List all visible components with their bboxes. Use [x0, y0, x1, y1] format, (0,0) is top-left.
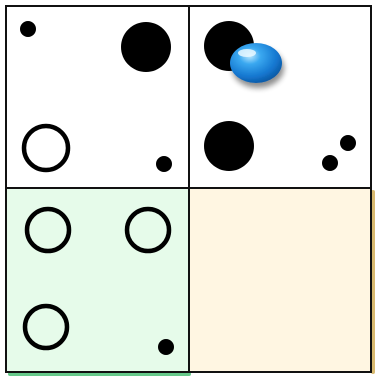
- small-black-dot[interactable]: [156, 156, 172, 172]
- small-black-dot[interactable]: [158, 339, 174, 355]
- blue-pebble-marker[interactable]: [230, 43, 282, 83]
- large-black-disc[interactable]: [204, 121, 254, 171]
- small-black-dot[interactable]: [20, 21, 36, 37]
- blue-pebble-body: [230, 43, 282, 83]
- blue-pebble-highlight: [238, 49, 256, 57]
- cell-bottom-right[interactable]: [189, 188, 371, 372]
- small-black-dot[interactable]: [340, 135, 356, 151]
- small-black-dot[interactable]: [322, 155, 338, 171]
- large-black-disc[interactable]: [121, 22, 171, 72]
